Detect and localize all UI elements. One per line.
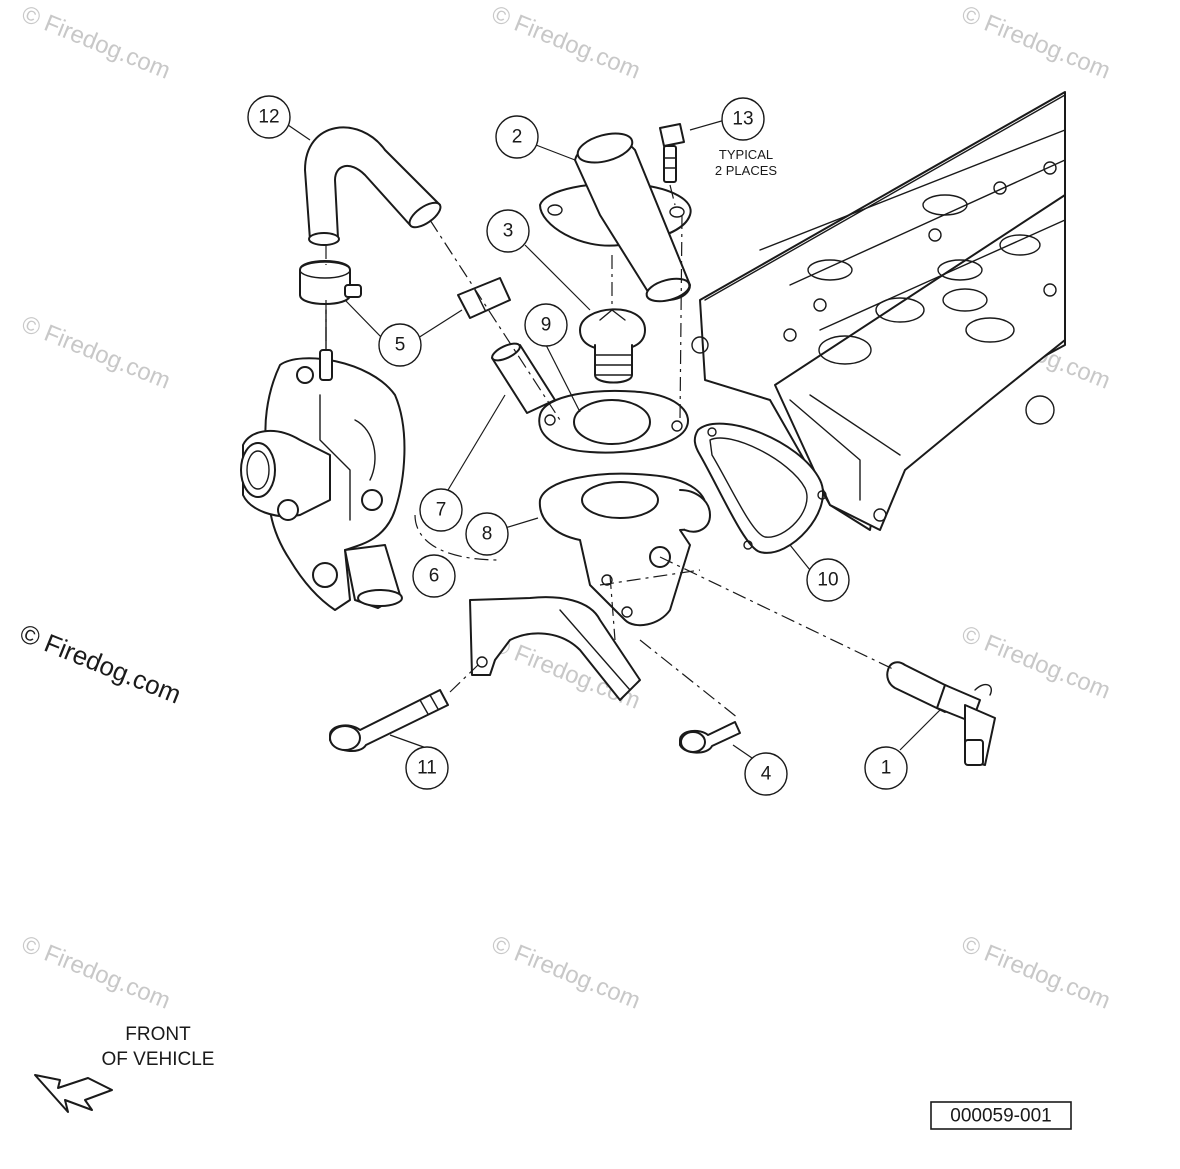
part-13-bolt xyxy=(659,123,685,183)
part-5-clamps xyxy=(299,260,511,319)
engine-block xyxy=(691,91,1066,531)
note-places: 2 PLACES xyxy=(715,163,777,178)
callout-13: 13 xyxy=(721,97,765,141)
watermark-text: © Firedog.com xyxy=(958,931,1114,1015)
callout-number: 9 xyxy=(541,315,552,336)
callout-number: 3 xyxy=(503,221,514,242)
front-label: FRONT xyxy=(125,1024,191,1045)
water-pump xyxy=(240,309,406,611)
watermark-main: © Firedog.com xyxy=(16,618,186,710)
note-typical: TYPICAL xyxy=(719,147,773,162)
callout-6: 6 xyxy=(412,554,456,598)
callout-number: 2 xyxy=(512,127,523,148)
callout-11: 11 xyxy=(405,746,449,790)
callout-number: 8 xyxy=(482,524,493,545)
watermark-text: © Firedog.com xyxy=(18,311,174,395)
front-label-sub: OF VEHICLE xyxy=(102,1049,215,1070)
callout-5: 5 xyxy=(378,323,422,367)
callout-1: 1 xyxy=(864,746,908,790)
callout-number: 10 xyxy=(817,570,838,591)
watermark-text: © Firedog.com xyxy=(958,621,1114,705)
reference-code: 000059-001 xyxy=(950,1106,1051,1127)
callout-3: 3 xyxy=(486,209,530,253)
callout-number: 6 xyxy=(429,566,440,587)
part-9-gasket xyxy=(538,389,689,454)
callout-number: 12 xyxy=(258,107,279,128)
callout-number: 11 xyxy=(417,758,437,779)
alignment-lines xyxy=(325,184,896,719)
callout-8: 8 xyxy=(465,512,509,556)
callout-number: 13 xyxy=(732,109,753,130)
callout-4: 4 xyxy=(744,752,788,796)
leader-lines xyxy=(287,119,941,759)
callout-number: 7 xyxy=(436,500,447,521)
callout-7: 7 xyxy=(419,488,463,532)
part-3-thermostat xyxy=(579,308,646,384)
callout-2: 2 xyxy=(495,115,539,159)
part-2-outlet xyxy=(539,132,692,303)
watermark-text: © Firedog.com xyxy=(18,1,174,85)
callout-number: 5 xyxy=(395,335,406,356)
callout-number: 4 xyxy=(761,764,772,785)
callout-12: 12 xyxy=(247,95,291,139)
watermark-text: © Firedog.com xyxy=(958,1,1114,85)
callout-10: 10 xyxy=(806,558,850,602)
callout-number: 1 xyxy=(881,758,892,779)
reference-box xyxy=(930,1101,1072,1130)
part-12-hose xyxy=(304,126,442,246)
part-7-pipe xyxy=(491,342,556,414)
part-1-sensor xyxy=(886,661,996,766)
part-10-gasket xyxy=(693,422,827,554)
callout-9: 9 xyxy=(524,303,568,347)
watermark-text: © Firedog.com xyxy=(488,1,644,85)
watermark-text: © Firedog.com xyxy=(18,931,174,1015)
front-arrow-icon xyxy=(34,1074,113,1113)
part-11-bracket-bolt xyxy=(329,596,641,752)
part-4-bolt xyxy=(679,721,741,754)
watermark-text: © Firedog.com xyxy=(488,931,644,1015)
